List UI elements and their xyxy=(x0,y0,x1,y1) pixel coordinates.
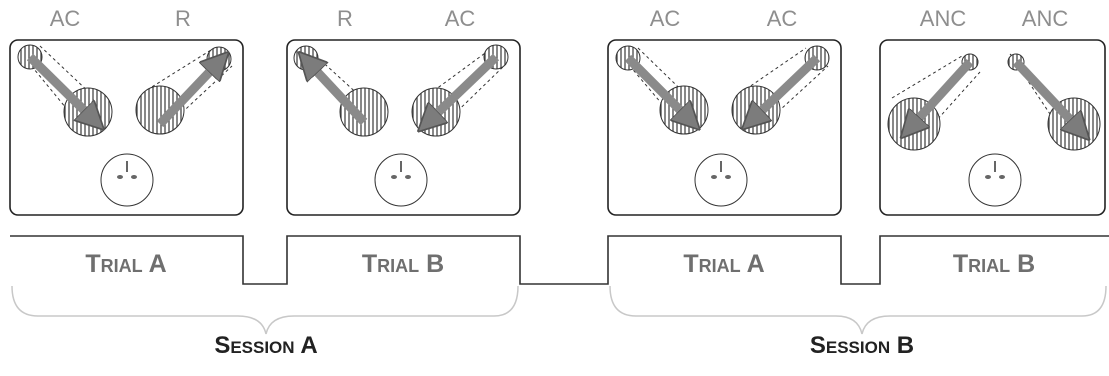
panel-1-right-label: R xyxy=(175,6,191,31)
panel-2-targets xyxy=(293,44,509,137)
panel-3-right-label: AC xyxy=(766,6,798,31)
panel-1-targets xyxy=(17,44,233,137)
panel-4-left-label: ANC xyxy=(919,6,967,31)
session-a-brace xyxy=(11,285,519,335)
panel-1-fixation xyxy=(100,153,154,207)
panel-frame-3 xyxy=(607,39,842,216)
panel-3-left-label: AC xyxy=(649,6,681,31)
session-b-brace xyxy=(609,285,1107,335)
timeline-waveform xyxy=(10,235,1109,285)
panel-frame-4 xyxy=(879,39,1106,216)
panel-3-targets xyxy=(615,45,830,135)
trial-4-label: Trial B xyxy=(952,250,1036,278)
trial-2-label: Trial B xyxy=(361,250,445,278)
trial-1-label: Trial A xyxy=(85,250,167,278)
panel-2-left-label: R xyxy=(337,6,353,31)
panel-1-left-label: AC xyxy=(49,6,81,31)
panel-4-targets xyxy=(887,53,1101,151)
panel-4-right-label: ANC xyxy=(1021,6,1069,31)
panel-4-fixation xyxy=(968,153,1022,207)
panel-3-fixation xyxy=(694,153,748,207)
panel-2-fixation xyxy=(374,153,428,207)
trial-3-label: Trial A xyxy=(683,250,765,278)
panel-2-right-label: AC xyxy=(444,6,476,31)
session-b-label: Session B xyxy=(809,332,915,359)
session-a-label: Session A xyxy=(214,332,318,359)
panel-frame-1 xyxy=(9,39,244,216)
